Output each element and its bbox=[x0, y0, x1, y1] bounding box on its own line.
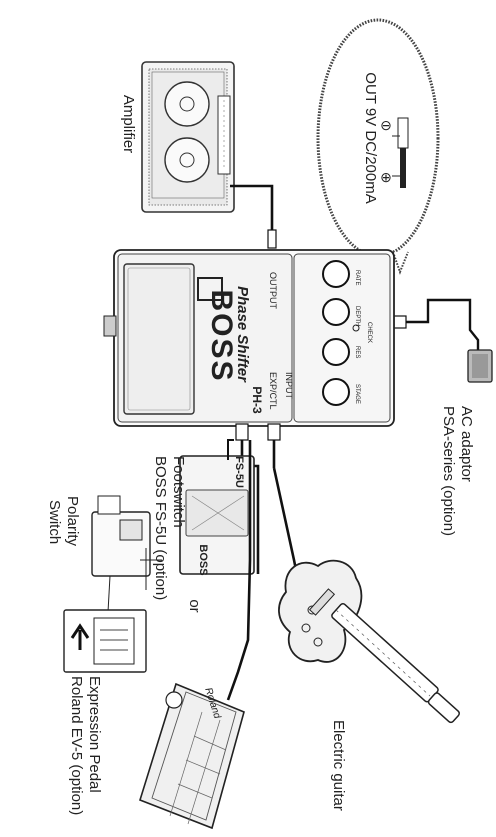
or-label: or bbox=[186, 599, 203, 612]
knob-res bbox=[322, 338, 350, 366]
speaker-cone-top bbox=[164, 81, 210, 127]
output-jack-label: OUTPUT bbox=[268, 272, 278, 310]
footswitch-brand-label: BOSS bbox=[197, 544, 209, 575]
polarity-switch-device bbox=[91, 495, 162, 590]
power-spec-callout bbox=[316, 18, 440, 275]
amplifier-label: Amplifier bbox=[120, 95, 137, 153]
expression-pedal-label: Expression Pedal bbox=[86, 676, 103, 793]
knob-depth bbox=[322, 298, 350, 326]
amp-cable bbox=[230, 184, 274, 232]
plus-symbol: ⊕ bbox=[380, 169, 392, 185]
pedal-model-code: PH-3 bbox=[250, 386, 264, 414]
check-led bbox=[352, 324, 360, 332]
knob-depth-label: DEPTH bbox=[354, 306, 360, 326]
ac-adaptor-body bbox=[467, 349, 493, 383]
expression-pedal-cable bbox=[226, 440, 252, 701]
amplifier bbox=[141, 61, 235, 213]
footswitch-unit bbox=[179, 455, 255, 575]
minus-symbol: ⊖ bbox=[380, 117, 392, 133]
knob-rate bbox=[322, 260, 350, 288]
pedal-footswitch-plate bbox=[123, 263, 195, 415]
knob-stage-label: STAGE bbox=[354, 384, 360, 404]
polarity-switch-label: Switch bbox=[46, 500, 63, 544]
pedal-brand-logo: BOSS bbox=[205, 289, 238, 382]
ac-adaptor-model: PSA-series (option) bbox=[440, 406, 457, 536]
polarity-connector-cable bbox=[227, 439, 234, 460]
polarity-label: Polarity bbox=[64, 496, 81, 547]
input-jack-label: INPUT bbox=[284, 372, 294, 400]
arrow-up-icon bbox=[70, 623, 90, 650]
footswitch-top-label: FS-5U bbox=[233, 456, 245, 488]
knob-rate-label: RATE bbox=[354, 270, 360, 286]
footswitch-model: BOSS FS-5U (option) bbox=[152, 456, 169, 600]
polarity-switch-detail bbox=[63, 575, 147, 673]
power-spec-text: OUT 9V DC/200mA bbox=[362, 72, 379, 203]
speaker-cone-bottom bbox=[164, 137, 210, 183]
exp-jack-label: EXP/CTL bbox=[268, 372, 278, 410]
ac-adaptor-label: AC adaptor bbox=[458, 406, 475, 482]
electric-guitar bbox=[278, 559, 460, 724]
expression-pedal-model: Roland EV-5 (option) bbox=[68, 676, 85, 815]
dc-plug-icon bbox=[392, 117, 409, 188]
pedal-ph3 bbox=[103, 249, 395, 427]
ac-adaptor-cable bbox=[404, 298, 480, 352]
expression-pedal-unit bbox=[139, 682, 245, 830]
electric-guitar-label: Electric guitar bbox=[330, 720, 347, 811]
pedal-model-name: Phase Shifter bbox=[234, 286, 251, 383]
check-led-label: CHECK bbox=[366, 322, 372, 343]
ac-adaptor-plug bbox=[393, 315, 407, 329]
knob-res-label: RES bbox=[354, 346, 360, 358]
footswitch-label: Footswitch bbox=[170, 456, 187, 528]
knob-stage bbox=[322, 378, 350, 406]
